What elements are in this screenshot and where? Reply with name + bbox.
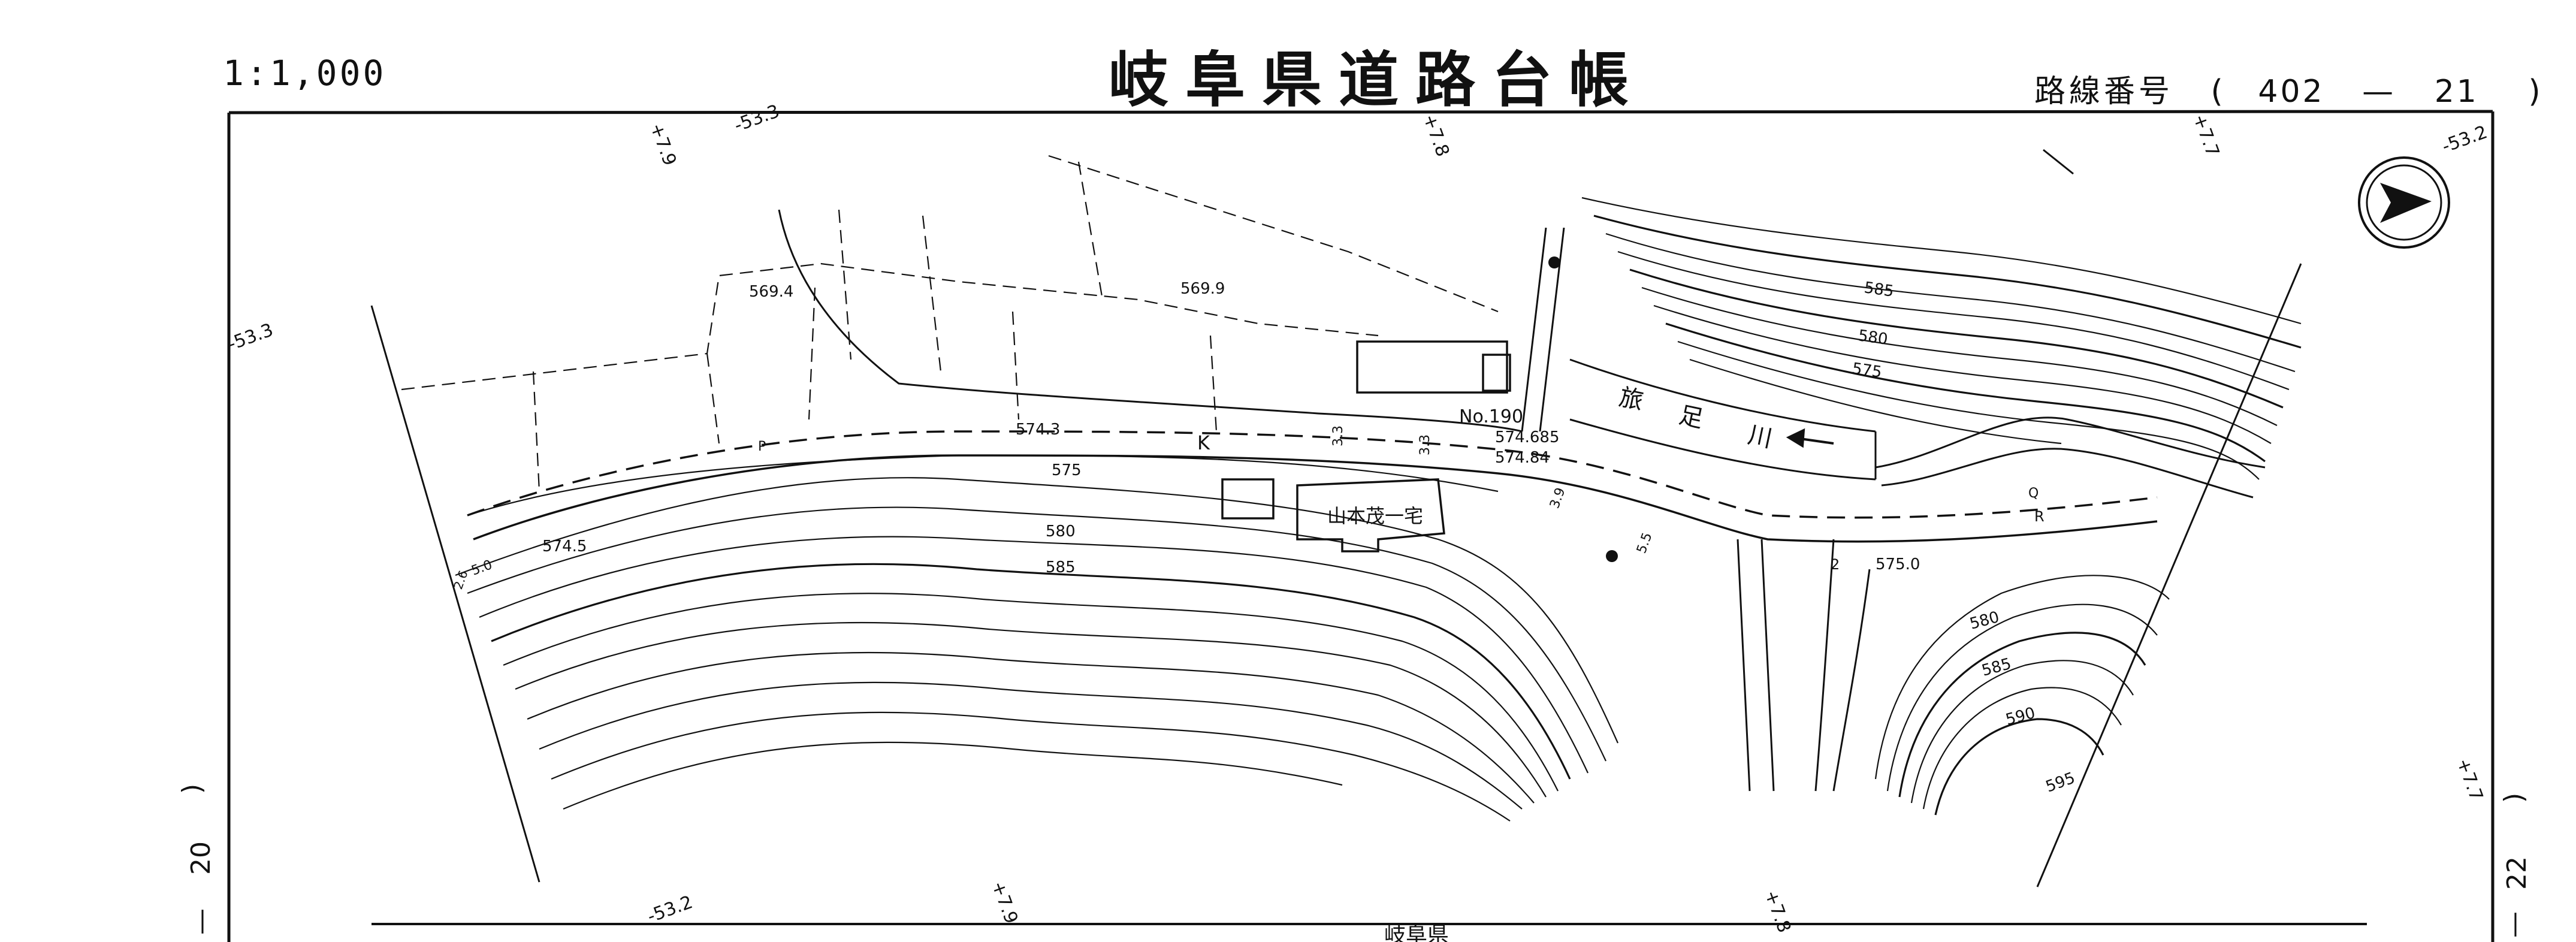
spot-elev-3: 574.3	[1016, 421, 1060, 439]
road-label-k: K	[1197, 431, 1210, 454]
main-road	[467, 430, 2158, 543]
contour-585-b: 585	[1863, 279, 1895, 301]
survey-boundary	[370, 263, 2302, 887]
contour-lines-south-slope	[455, 454, 1619, 822]
survey-markers	[1548, 149, 2074, 562]
grid-label-top-4: +7.7	[2188, 111, 2223, 159]
margin-labels: ) 20 — ) 22 —	[177, 784, 2532, 938]
grid-label-bottom-1: -53.2	[645, 892, 696, 927]
width-label-2: 3.3	[1418, 434, 1433, 455]
station-elev-1: 574.685	[1495, 428, 1560, 446]
river-label-3: 川	[1745, 421, 1775, 453]
grid-label-top-1: +7.9	[645, 120, 680, 168]
right-sheet-dash: —	[2499, 911, 2529, 938]
contour-575-b: 575	[1851, 360, 1883, 382]
width-label-5: 5.0	[470, 557, 494, 578]
field-parcels	[401, 155, 1499, 492]
sheet-frame	[227, 110, 2495, 942]
buildings	[1221, 340, 1511, 552]
bottom-caption: 岐阜県	[1384, 923, 1449, 942]
right-sheet-number: 22	[2502, 856, 2532, 890]
route-dash: —	[2362, 74, 2397, 110]
station-elev-2: 574.84	[1495, 449, 1550, 467]
road-number: 2	[1831, 556, 1840, 573]
grid-label-top-5: -53.2	[2439, 122, 2490, 157]
side-road	[778, 209, 1871, 792]
contour-lines-southeast-hill	[1874, 575, 2170, 816]
contour-575-a: 575	[1052, 461, 1082, 479]
route-close-paren: )	[2528, 74, 2544, 110]
route-number-block: 路線番号 ( 402 — 21 )	[2034, 66, 2544, 111]
grid-label-left-1: -53.3	[225, 319, 276, 355]
route-number: 402	[2258, 74, 2325, 110]
contour-590: 590	[2004, 704, 2037, 729]
route-label: 路線番号	[2034, 74, 2174, 110]
grid-label-top-2: -53.3	[732, 101, 783, 136]
river-label-2: 足	[1677, 401, 1706, 433]
north-arrow-icon	[2358, 156, 2450, 249]
contour-585-a: 585	[1046, 558, 1076, 576]
contour-580-a: 580	[1046, 523, 1076, 541]
map-title: 岐阜県道路台帳	[1109, 45, 1645, 115]
spot-elev-1: 569.4	[749, 283, 793, 301]
route-open-paren: (	[2210, 74, 2227, 110]
width-label-3: 3.9	[1547, 486, 1568, 511]
grid-label-right-1: +7.7	[2452, 756, 2487, 804]
grid-label-bottom-2: +7.9	[987, 878, 1022, 926]
spot-elev-2: 569.9	[1180, 280, 1225, 298]
grid-label-top-3: +7.8	[1418, 111, 1453, 159]
river-channel	[1569, 358, 2266, 499]
road-label-r: R	[2034, 508, 2045, 525]
contour-580-c: 580	[1968, 608, 2001, 633]
right-sheet-paren: )	[2499, 793, 2529, 803]
contour-580-b: 580	[1857, 327, 1889, 349]
width-label-1: 3.3	[1331, 425, 1346, 446]
road-label-p: P	[758, 439, 766, 454]
contour-lines-northeast-hill	[1581, 197, 2302, 480]
route-sub-number: 21	[2434, 74, 2479, 110]
station-label: No.190	[1459, 406, 1523, 427]
spot-elev-4: 574.5	[542, 538, 587, 555]
width-label-4: 5.5	[1634, 531, 1655, 555]
river-label-1: 旅	[1617, 384, 1646, 415]
house-label: 山本茂一宅	[1327, 505, 1423, 527]
river-flow-arrow	[1786, 428, 1834, 448]
map-scale: 1:1,000	[223, 53, 386, 93]
road-label-q: Q	[2028, 486, 2039, 501]
width-label-6: 2.6	[451, 569, 470, 591]
grid-label-bottom-3: +7.8	[1760, 887, 1795, 935]
left-sheet-paren: )	[177, 784, 207, 794]
left-sheet-number: 20	[186, 841, 216, 875]
contour-595: 595	[2043, 769, 2077, 796]
map-annotations: 山本茂一宅 旅 足 川 No.190 574.685 574.84 569.4 …	[451, 279, 2077, 942]
left-sheet-dash: —	[186, 908, 216, 935]
spot-elev-5: 575.0	[1876, 555, 1920, 573]
